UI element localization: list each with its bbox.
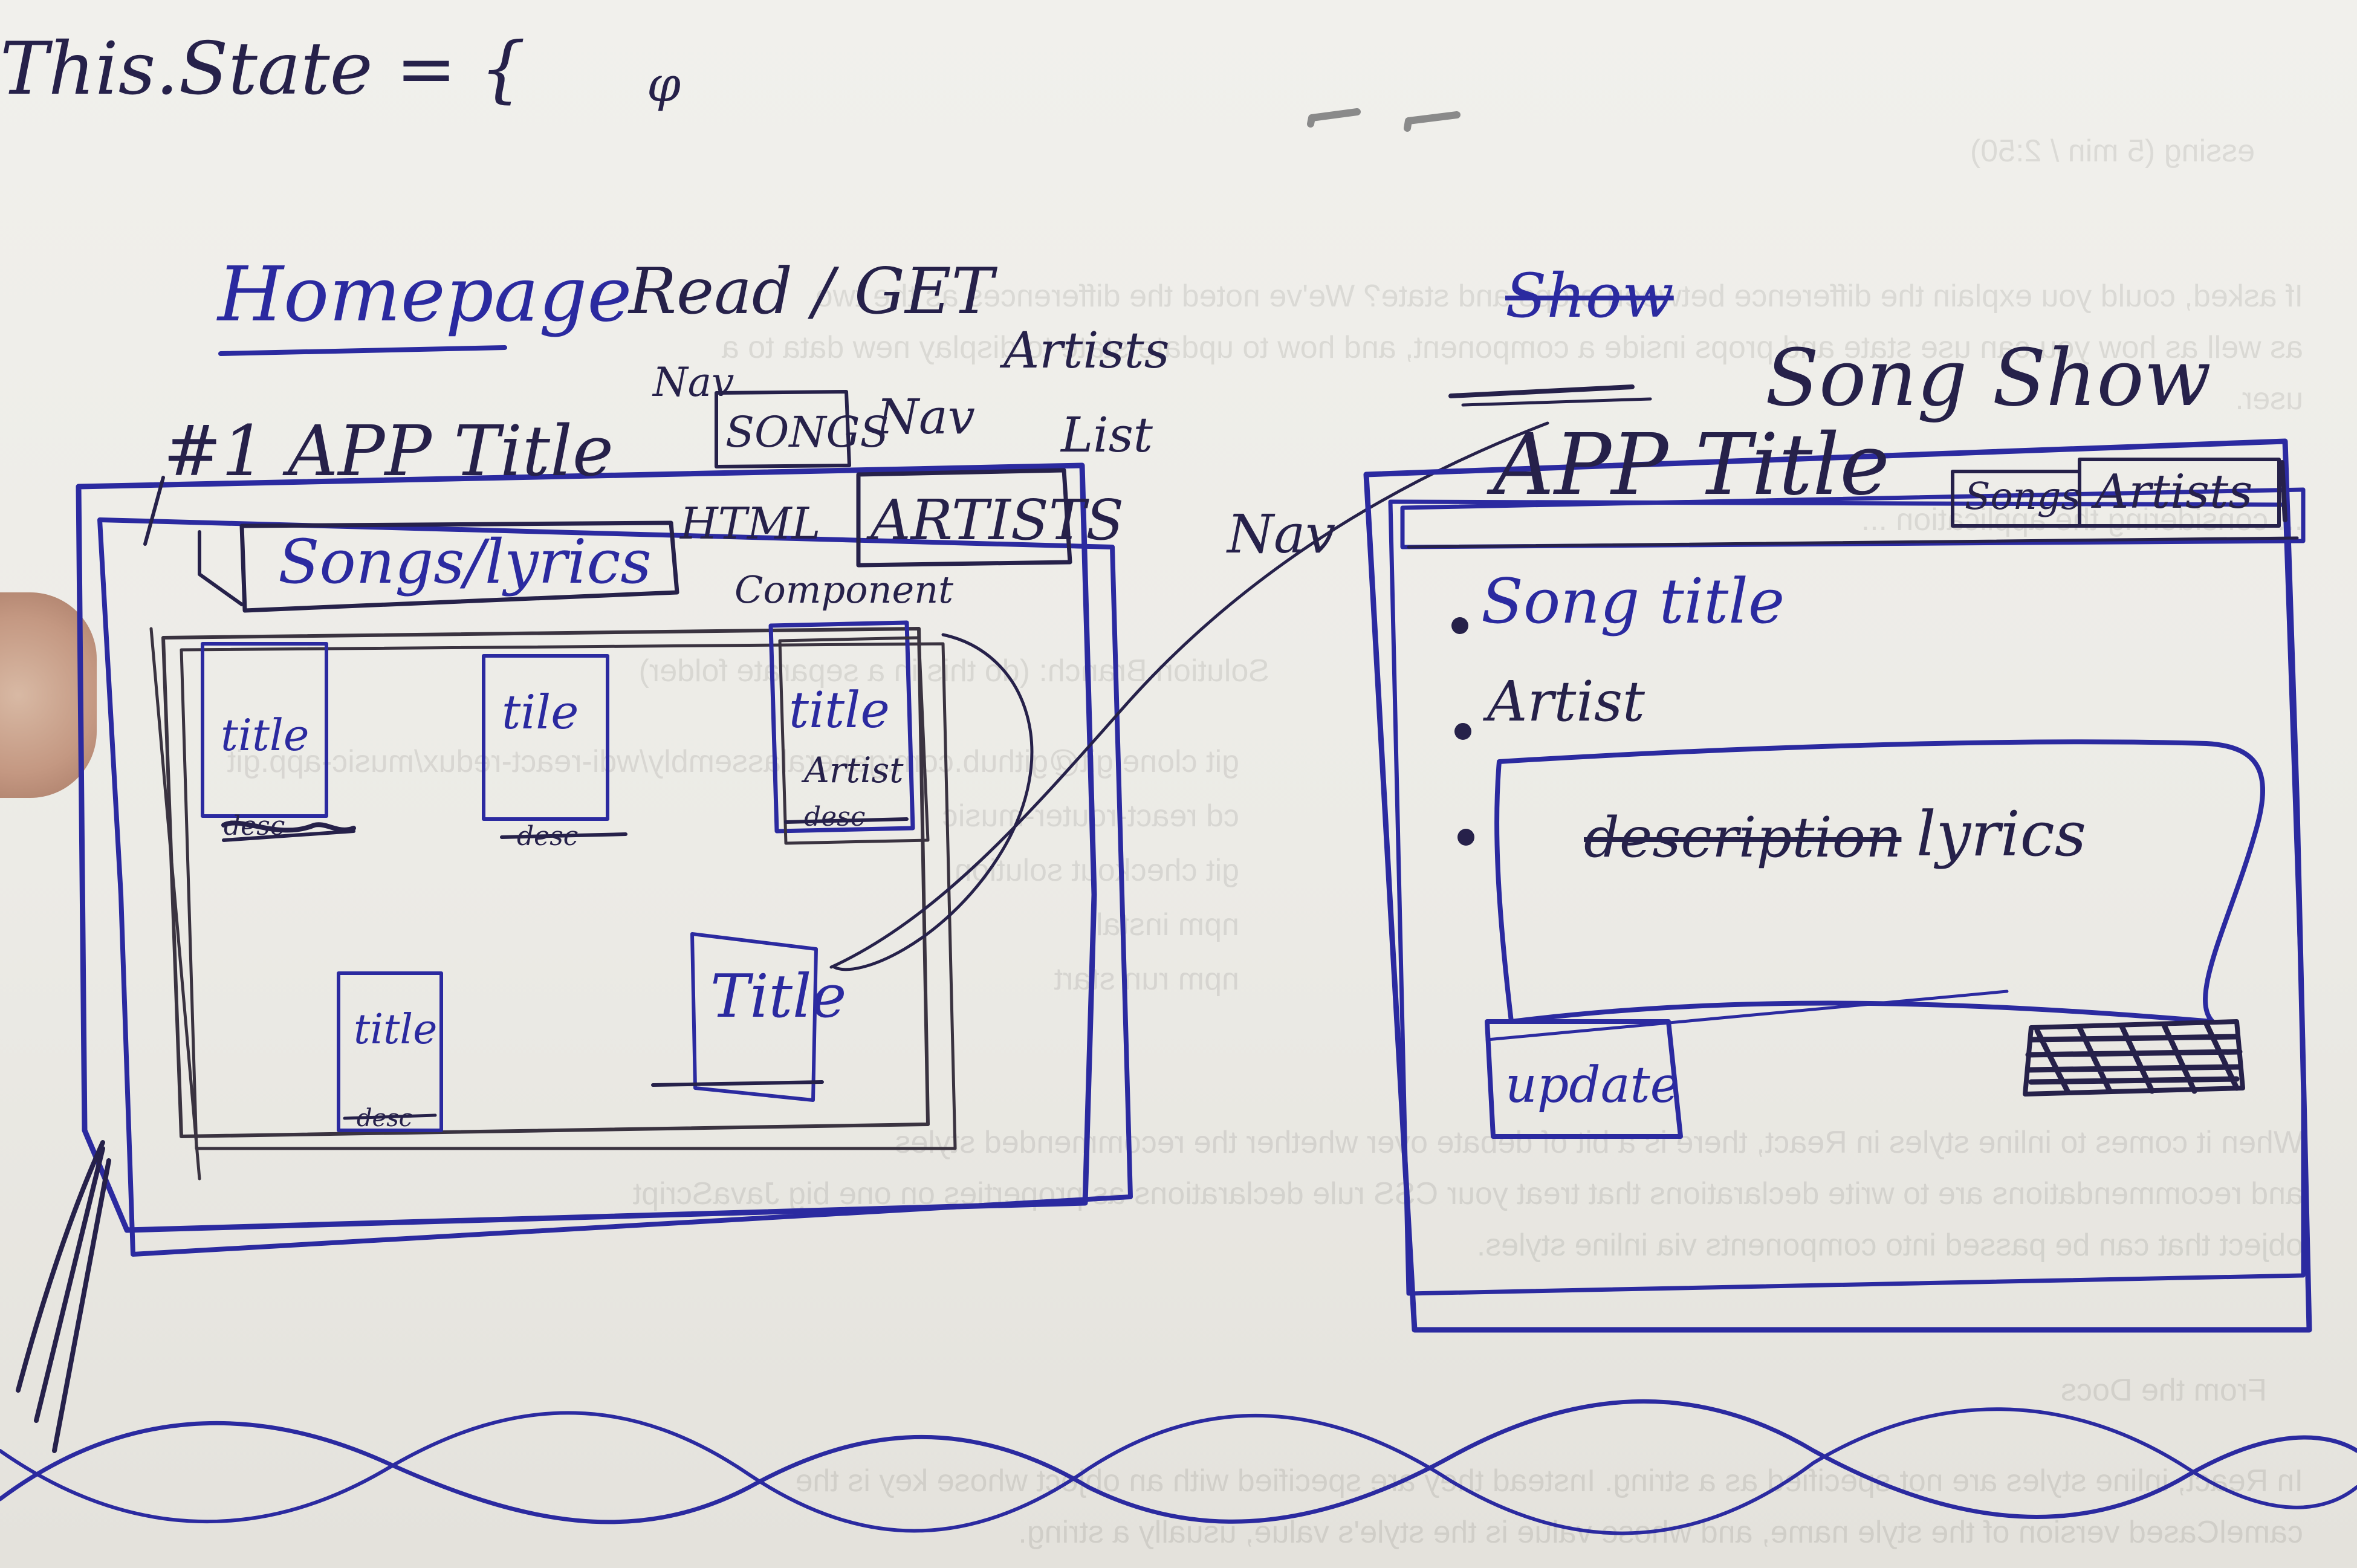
nav-connector-label: Nav	[1227, 503, 1336, 565]
lyrics-label: lyrics	[1916, 799, 2087, 870]
show-app-title: APP Title	[1493, 416, 1890, 514]
song-show-label: Song Show	[1765, 332, 2211, 424]
song-artist: Artist	[1487, 669, 1645, 734]
description-struck: description	[1584, 805, 1902, 870]
card-title: title	[221, 710, 310, 760]
homepage-label: Homepage	[218, 251, 632, 339]
html-label: HTML	[680, 498, 821, 549]
app-title-label: #1 APP Title	[163, 411, 614, 492]
song-title: Song title	[1481, 566, 1785, 638]
card-artist: Artist	[804, 750, 904, 791]
nav-label-left: Nav	[653, 359, 734, 406]
show-artists-button[interactable]: Artists	[2095, 465, 2253, 519]
card-desc: desc	[804, 802, 866, 832]
homepage-artists-button[interactable]: ARTISTS	[871, 488, 1124, 552]
card-title: Title	[710, 962, 847, 1031]
card-desc: desc	[224, 811, 285, 841]
card-title: tile	[502, 685, 579, 740]
card-desc: desc	[357, 1104, 413, 1132]
card-title: title	[354, 1006, 438, 1054]
songs-lyrics-tab[interactable]: Songs/lyrics	[278, 526, 652, 597]
list-label: List	[1061, 407, 1153, 463]
nav-label-right: Nav	[877, 389, 975, 445]
card-desc: desc	[517, 821, 579, 852]
update-button[interactable]: update	[1505, 1057, 1680, 1114]
show-songs-button[interactable]: Songs	[1965, 474, 2081, 518]
arrow-mark: φ	[647, 56, 681, 112]
component-label: Component	[734, 568, 954, 612]
show-struck-label: Show	[1505, 261, 1674, 331]
card-title: title	[789, 682, 890, 739]
state-note: This.State = {	[0, 27, 526, 111]
read-get-label: Read / GET	[629, 254, 994, 328]
artists-list-label: Artists	[1003, 322, 1170, 380]
homepage-songs-button[interactable]: SONGS	[725, 407, 889, 457]
